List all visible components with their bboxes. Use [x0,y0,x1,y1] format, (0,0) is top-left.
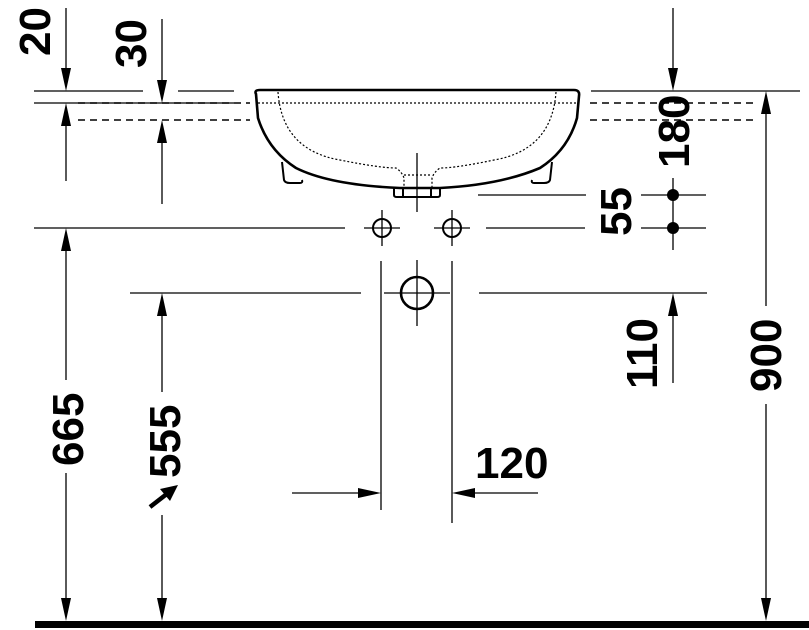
dim-basin-height-label: 180 [650,95,699,168]
tap-connection-row [34,210,585,246]
right-supply-connection [434,210,470,246]
dim-waste-offset-label: 110 [618,318,667,389]
dim-waste-pipe-width-label: 120 [475,439,548,488]
dim-tap-height: 665 [44,228,93,621]
left-supply-connection [364,210,400,246]
dim-tap-height-label: 665 [44,393,93,466]
dim-waste-pipe-width: 120 [292,439,548,498]
washbasin [254,88,581,198]
pointer-arrow-icon [148,485,178,509]
floor-line [35,621,809,628]
waste-outlet-row [130,260,707,523]
dim-total-height: 900 [742,91,791,621]
dim-waste-offset: 110 [618,293,678,389]
dim-rim-to-bowl: 30 [107,19,167,204]
dim-basin-height: 180 [650,8,699,250]
dim-tap-hole-spacing: 55 [478,187,706,236]
dim-total-height-label: 900 [742,319,791,392]
top-reference-lines-left [34,90,250,121]
top-reference-lines-right [590,90,800,121]
dim-waste-height: 555 [141,293,190,621]
waste-outlet-connection [384,260,450,326]
dim-waste-height-label: 555 [141,405,190,478]
dim-rim-thickness-label: 20 [11,7,60,56]
dim-rim-thickness: 20 [11,7,71,181]
dim-tap-hole-spacing-label: 55 [592,187,641,236]
dim-rim-to-bowl-label: 30 [107,19,156,68]
